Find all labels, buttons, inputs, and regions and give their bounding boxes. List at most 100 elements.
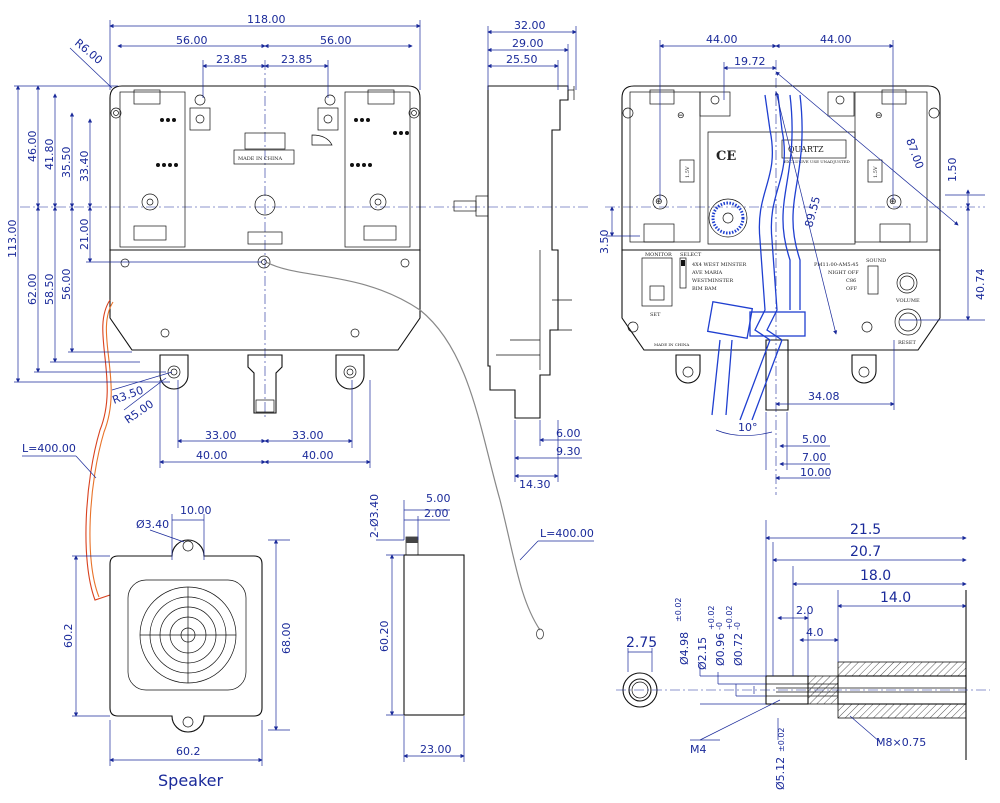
svg-text:⊖: ⊖ [677, 111, 685, 121]
dim-56-left: 56.00 [176, 34, 208, 47]
tol-d4-98: ±0.02 [674, 597, 683, 622]
dim-35-5: 35.50 [60, 147, 73, 179]
back-made-label: MADE IN CHINA [654, 342, 689, 347]
svg-text:⊕: ⊕ [655, 197, 663, 207]
volume-label: VOLUME [895, 298, 920, 304]
svg-text:⊖: ⊖ [875, 111, 883, 121]
melody-4: BIM BAM [692, 286, 717, 292]
dim-5: 5.00 [802, 433, 827, 446]
set-label: SET [650, 312, 661, 318]
dim-33-right: 33.00 [292, 429, 324, 442]
speaker-title: Speaker [158, 771, 224, 790]
dim-7: 7.00 [802, 451, 827, 464]
tol-d0-72-plus: +0.02 [725, 605, 734, 630]
dim-118: 118.00 [247, 13, 286, 26]
dim-spk-60-2-v: 60.2 [62, 624, 75, 649]
dim-shaft-2-75: 2.75 [626, 635, 657, 651]
tol-d0-96-plus: +0.02 [707, 605, 716, 630]
dim-spk-60-2-h: 60.2 [176, 745, 201, 758]
dim-41-8: 41.80 [43, 139, 56, 171]
dim-spk-2-holes: 2-Ø3.40 [368, 494, 381, 538]
dim-shaft-d2-15: Ø2.15 [696, 637, 709, 670]
dim-shaft-d0-72: Ø0.72 [732, 633, 745, 666]
dim-shaft-m4: M4 [690, 743, 707, 756]
select-label: SELECT [680, 252, 702, 258]
melody-1: 4X4 WEST MINSTER [692, 262, 747, 268]
side-view: 32.00 29.00 25.50 6.00 9.30 14.30 [453, 19, 582, 491]
sound-label: SOUND [866, 258, 886, 264]
dim-29: 29.00 [512, 37, 544, 50]
dim-spk-5: 5.00 [426, 492, 451, 505]
dim-40-74: 40.74 [974, 269, 987, 301]
dim-shaft-4: 4.0 [806, 626, 824, 639]
back-view: ⊕ ⊕ ⊖ ⊖ 1.5V 1.5V QUARTZ EXCLUSIVE USE U… [598, 33, 987, 495]
tol-d0-96-minus: -0 [715, 622, 724, 630]
dim-shaft-d4-98: Ø4.98 [678, 632, 691, 665]
quartz-label: QUARTZ [788, 145, 824, 154]
cable-length-left: L=400.00 [22, 442, 76, 455]
melody-2: AVE MARIA [691, 270, 723, 276]
dim-r6: R6.00 [72, 36, 105, 67]
dim-3-5: 3.50 [598, 230, 611, 255]
dim-14-3: 14.30 [519, 478, 551, 491]
cable-length-right: L=400.00 [540, 527, 594, 540]
batt-label-right: 1.5V [873, 166, 879, 178]
dim-58-5: 58.50 [43, 274, 56, 306]
dim-40-right: 40.00 [302, 449, 334, 462]
dim-shaft-18: 18.0 [860, 568, 891, 584]
dim-1-5: 1.50 [946, 158, 959, 183]
speaker-front: 10.00 Ø3.40 60.2 68.00 60.2 [62, 504, 293, 766]
dim-10: 10.00 [800, 466, 832, 479]
speaker-side: 2-Ø3.40 5.00 2.00 60.20 23.00 [368, 492, 465, 762]
dim-shaft-d5-12: Ø5.12 [774, 757, 787, 790]
dim-spk-60-20: 60.20 [378, 621, 391, 653]
dim-shaft-20-7: 20.7 [850, 544, 881, 560]
tol-d5-12: ±0.02 [777, 727, 786, 752]
off-label: OFF [846, 286, 858, 292]
shaft-detail: 2.75 21.5 [616, 520, 990, 790]
tol-d0-72-minus: -0 [733, 622, 742, 630]
dim-89-55: 89.55 [802, 195, 823, 229]
dim-44-left: 44.00 [706, 33, 738, 46]
dim-23-85-left: 23.85 [216, 53, 248, 66]
cable-leaders [22, 455, 594, 561]
dim-spk-68: 68.00 [280, 623, 293, 655]
pm-label: PM11:00-AM5:45 [814, 262, 859, 268]
dim-23-85-right: 23.85 [281, 53, 313, 66]
dim-56-right: 56.00 [320, 34, 352, 47]
night-off-label: NIGHT OFF [828, 270, 859, 276]
dim-44-right: 44.00 [820, 33, 852, 46]
front-view: MADE IN CHINA [6, 13, 590, 640]
dim-40-left: 40.00 [196, 449, 228, 462]
dim-56-vert: 56.00 [60, 269, 73, 301]
dim-shaft-14: 14.0 [880, 590, 911, 606]
dim-shaft-2: 2.0 [796, 604, 814, 617]
front-marking: MADE IN CHINA [238, 156, 282, 162]
dim-spk-10: 10.00 [180, 504, 212, 517]
dim-6: 6.00 [556, 427, 581, 440]
dim-shaft-m8: M8×0.75 [876, 736, 926, 749]
dim-33-left: 33.00 [205, 429, 237, 442]
dim-9-3: 9.30 [556, 445, 581, 458]
dim-62: 62.00 [26, 274, 39, 306]
dim-46: 46.00 [26, 131, 39, 163]
dim-25-5: 25.50 [506, 53, 538, 66]
melody-3: WESTMINSTER [692, 278, 733, 284]
dim-21: 21.00 [78, 219, 91, 251]
dim-113: 113.00 [6, 220, 19, 259]
ce-mark: CE [716, 149, 736, 164]
dim-34-08: 34.08 [808, 390, 840, 403]
reset-label: RESET [898, 340, 916, 346]
dim-spk-23: 23.00 [420, 743, 452, 756]
dim-spk-2: 2.00 [424, 507, 449, 520]
dim-19-72: 19.72 [734, 55, 766, 68]
monitor-label: MONITOR [645, 252, 672, 258]
dim-87: 87.00 [903, 137, 926, 171]
c86-label: C86 [846, 278, 856, 284]
dim-shaft-21-5: 21.5 [850, 522, 881, 538]
dim-32: 32.00 [514, 19, 546, 32]
dim-spk-hole: Ø3.40 [136, 518, 169, 531]
dim-shaft-d0-96: Ø0.96 [714, 633, 727, 666]
batt-label-left: 1.5V [685, 166, 691, 178]
